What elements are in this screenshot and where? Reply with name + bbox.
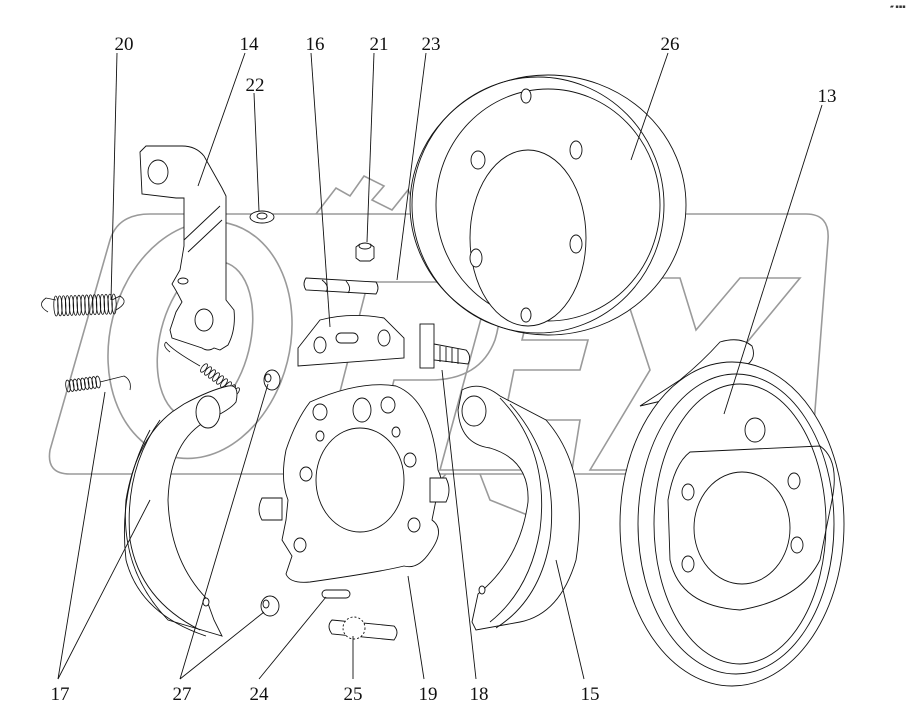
callout-17: 17 bbox=[51, 391, 151, 705]
spring-coil-turn bbox=[200, 363, 208, 373]
leader-line bbox=[630, 52, 669, 161]
callout-number: 14 bbox=[240, 34, 260, 55]
callout-layer: 20 14 22 16 21 23 26 13 17 27 24 25 19 18 15 bbox=[51, 34, 837, 705]
part-27-cap-lower bbox=[260, 595, 280, 617]
spring-coil-turn bbox=[208, 369, 216, 379]
callout-number: 18 bbox=[470, 684, 489, 705]
callout-18: 18 bbox=[441, 369, 489, 705]
spring-coil-turn bbox=[99, 294, 106, 315]
leader-line bbox=[407, 575, 425, 680]
spring-coil-turn bbox=[103, 293, 109, 315]
callout-number: 23 bbox=[422, 34, 441, 55]
spring-coil-turn bbox=[72, 378, 79, 392]
part-17-hold-down-spring bbox=[65, 375, 131, 393]
part-16-strut-plate bbox=[297, 314, 405, 367]
leader-line bbox=[555, 559, 585, 680]
part-27-cap-upper bbox=[263, 369, 281, 391]
spring-coil-turn bbox=[76, 378, 82, 391]
spring-coil-turn bbox=[92, 294, 98, 316]
part-15-brake-shoe bbox=[457, 385, 580, 631]
leader-line bbox=[258, 596, 327, 680]
callout-number: 15 bbox=[581, 684, 600, 705]
spring-coil-turn bbox=[80, 294, 86, 316]
callout-22: 22 bbox=[246, 75, 265, 212]
callout-number: 17 bbox=[51, 684, 70, 705]
callout-20: 20 bbox=[110, 34, 134, 301]
spring-coil-turn bbox=[69, 379, 75, 392]
spring-coil-turn bbox=[220, 378, 228, 388]
part-25-adjuster-screw bbox=[328, 616, 398, 641]
callout-23: 23 bbox=[396, 34, 441, 281]
callout-14: 14 bbox=[197, 34, 260, 187]
callout-13: 13 bbox=[723, 86, 837, 415]
callout-24: 24 bbox=[250, 596, 327, 705]
spring-coil-turn bbox=[88, 294, 94, 316]
leader-line bbox=[57, 391, 106, 680]
part-13-drum-hub bbox=[619, 339, 845, 687]
leader-line bbox=[366, 52, 375, 243]
part-23-pin bbox=[303, 277, 379, 295]
leader-line bbox=[179, 611, 265, 680]
spring-coil-turn bbox=[76, 294, 82, 316]
callout-number: 20 bbox=[115, 34, 134, 55]
spring-coil-turn bbox=[107, 293, 113, 315]
callout-21: 21 bbox=[366, 34, 389, 243]
part-18-anchor-bolt bbox=[419, 323, 471, 369]
spring-coil-turn bbox=[204, 366, 212, 376]
callout-16: 16 bbox=[306, 34, 331, 328]
callout-number: 21 bbox=[370, 34, 389, 55]
part-21-nut bbox=[355, 242, 375, 262]
leader-line bbox=[110, 52, 118, 301]
spring-coil-turn bbox=[95, 294, 102, 315]
callout-27: 27 bbox=[173, 383, 269, 705]
callout-number: 22 bbox=[246, 75, 265, 96]
part-left-brake-shoe bbox=[123, 385, 238, 637]
leader-line bbox=[197, 52, 246, 187]
callout-number: 26 bbox=[661, 34, 680, 55]
spring-coil-turn bbox=[72, 294, 78, 316]
leader-line bbox=[253, 92, 260, 212]
callout-number: 25 bbox=[344, 684, 363, 705]
spring-coil-turn bbox=[61, 295, 67, 317]
spring-coil-turn bbox=[91, 376, 97, 389]
callout-number: 24 bbox=[250, 684, 270, 705]
callout-19: 19 bbox=[407, 575, 438, 705]
part-19-backing-plate bbox=[258, 384, 450, 583]
callout-number: 16 bbox=[306, 34, 325, 55]
spring-coil-turn bbox=[111, 293, 117, 315]
spring-coil-turn bbox=[212, 372, 220, 382]
leader-line bbox=[310, 52, 331, 328]
spring-coil-turn bbox=[53, 295, 59, 317]
callout-number: 27 bbox=[173, 684, 192, 705]
spring-coil-turn bbox=[84, 377, 90, 390]
spring-coil-turn bbox=[68, 295, 75, 316]
leader-line bbox=[441, 369, 477, 680]
part-26-brake-drum bbox=[409, 74, 687, 336]
callout-26: 26 bbox=[630, 34, 680, 161]
spring-coil-turn bbox=[84, 294, 90, 316]
callout-25: 25 bbox=[344, 636, 363, 705]
leader-line bbox=[396, 52, 427, 281]
leader-line bbox=[723, 104, 823, 415]
spring-coil-turn bbox=[87, 376, 94, 390]
callout-number: 19 bbox=[419, 684, 438, 705]
part-14-parking-lever bbox=[139, 145, 235, 351]
callout-15: 15 bbox=[555, 559, 600, 705]
part-22-washer bbox=[249, 210, 275, 224]
corner-mark: ▰ ▪▪▪ bbox=[890, 4, 906, 10]
spring-coil-turn bbox=[57, 295, 63, 317]
spring-coil-turn bbox=[65, 379, 71, 393]
leader-line bbox=[179, 383, 269, 680]
part-20-return-spring bbox=[41, 293, 125, 317]
callout-number: 13 bbox=[818, 86, 837, 107]
spring-coil-turn bbox=[80, 377, 86, 391]
leader-line bbox=[57, 499, 151, 680]
spring-coil-turn bbox=[216, 375, 224, 385]
part-24-adjuster-spring bbox=[321, 589, 351, 599]
spring-coil-turn bbox=[64, 295, 71, 316]
